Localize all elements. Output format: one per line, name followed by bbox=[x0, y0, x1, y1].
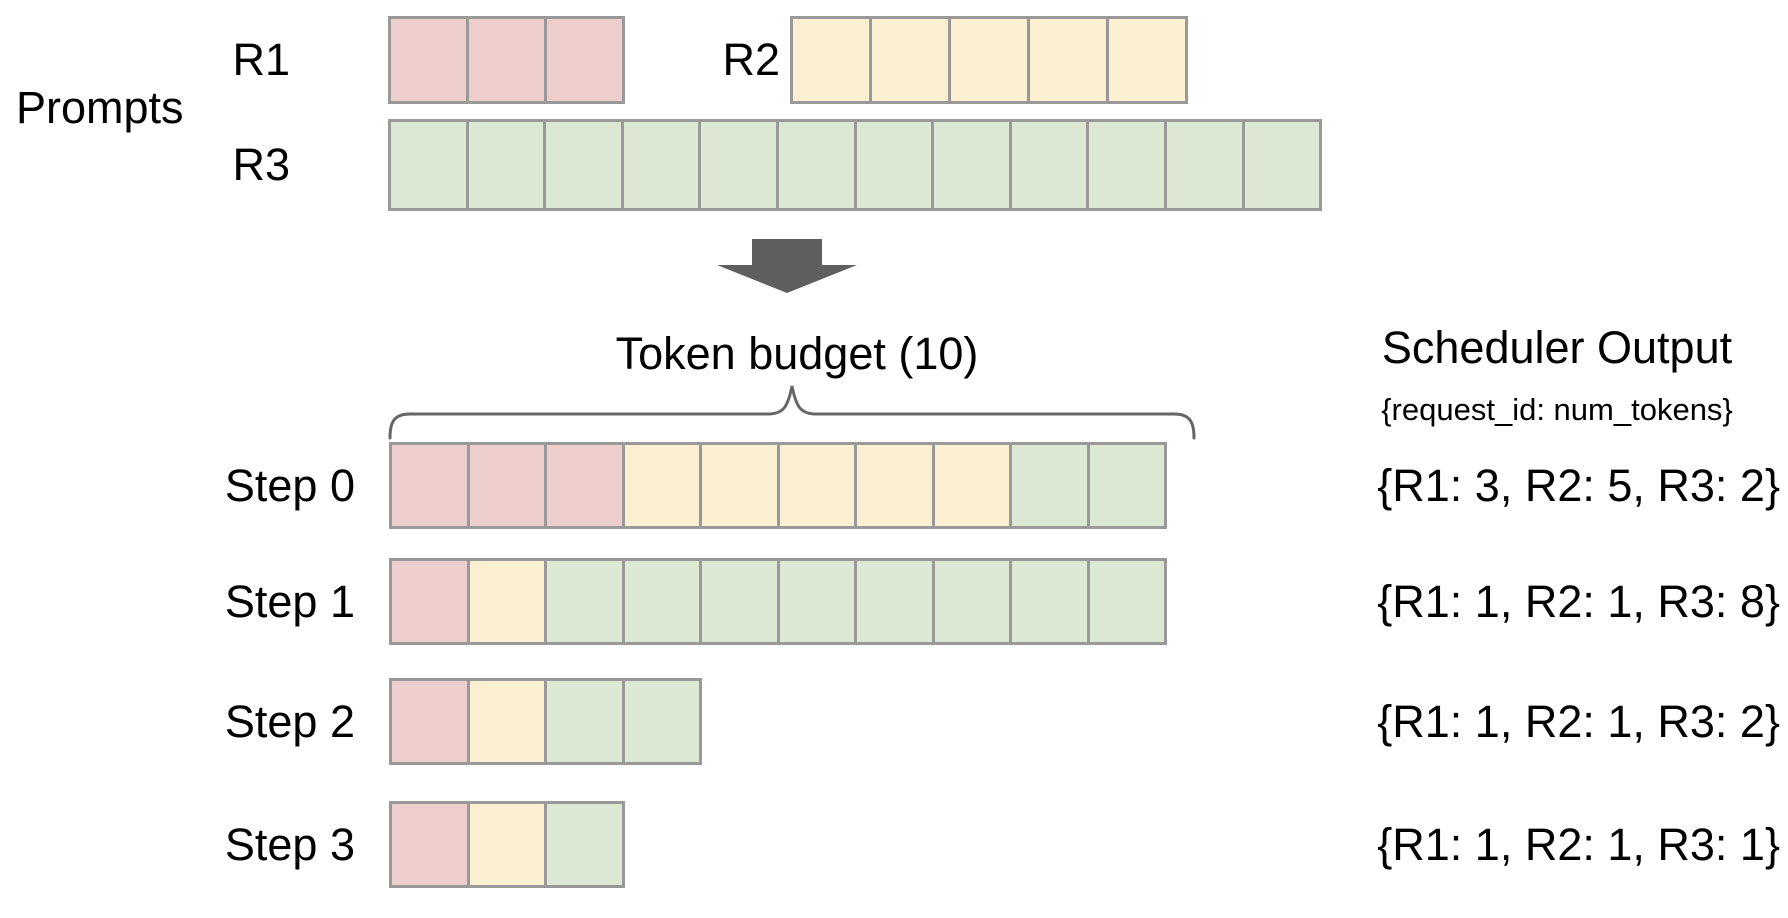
prompt-row-r2 bbox=[790, 16, 1188, 104]
token-cell-r3 bbox=[544, 678, 625, 765]
token-cell-r1 bbox=[388, 16, 469, 104]
step-row-0 bbox=[389, 442, 1167, 529]
token-cell-r3 bbox=[544, 558, 625, 645]
token-cell-r2 bbox=[948, 16, 1030, 104]
prompt-label-r3: R3 bbox=[232, 139, 290, 190]
step-label-2: Step 2 bbox=[224, 696, 355, 747]
scheduler-output-subtitle: {request_id: num_tokens} bbox=[1381, 392, 1733, 427]
token-cell-r1 bbox=[544, 16, 625, 104]
token-cell-r3 bbox=[620, 119, 702, 211]
token-cell-r3 bbox=[543, 119, 624, 211]
token-cell-r3 bbox=[1086, 442, 1167, 529]
token-cell-r3 bbox=[853, 119, 935, 211]
token-cell-r3 bbox=[1086, 119, 1167, 211]
token-cell-r1 bbox=[389, 801, 470, 888]
brace-path bbox=[388, 385, 1196, 440]
token-cell-r3 bbox=[698, 119, 779, 211]
prompt-label-r2: R2 bbox=[722, 34, 780, 85]
token-cell-r1 bbox=[389, 442, 470, 529]
token-cell-r2 bbox=[1106, 16, 1188, 104]
step-label-0: Step 0 bbox=[224, 460, 355, 511]
down-arrow-shape bbox=[717, 239, 857, 293]
step-row-2 bbox=[389, 678, 702, 765]
token-cell-r3 bbox=[854, 558, 935, 645]
token-cell-r3 bbox=[544, 801, 625, 888]
token-cell-r1 bbox=[389, 558, 470, 645]
token-cell-r2 bbox=[931, 442, 1012, 529]
token-cell-r3 bbox=[1086, 558, 1167, 645]
down-arrow-icon bbox=[717, 239, 857, 293]
step-label-1: Step 1 bbox=[224, 576, 355, 627]
token-cell-r1 bbox=[466, 16, 547, 104]
token-cell-r3 bbox=[776, 558, 857, 645]
token-cell-r2 bbox=[466, 558, 547, 645]
token-cell-r2 bbox=[869, 16, 951, 104]
prompts-section-label: Prompts bbox=[16, 82, 184, 133]
step-row-1 bbox=[389, 558, 1167, 645]
token-cell-r2 bbox=[790, 16, 872, 104]
scheduler-output-step-2: {R1: 1, R2: 1, R3: 2} bbox=[1377, 696, 1780, 747]
prompt-row-r1 bbox=[388, 16, 625, 104]
token-cell-r2 bbox=[699, 442, 780, 529]
token-cell-r2 bbox=[1027, 16, 1109, 104]
token-cell-r3 bbox=[775, 119, 857, 211]
token-cell-r3 bbox=[1163, 119, 1245, 211]
token-cell-r3 bbox=[621, 678, 702, 765]
token-cell-r2 bbox=[854, 442, 935, 529]
token-cell-r3 bbox=[1008, 119, 1090, 211]
scheduler-output-step-0: {R1: 3, R2: 5, R3: 2} bbox=[1377, 460, 1780, 511]
token-cell-r1 bbox=[544, 442, 625, 529]
token-cell-r3 bbox=[465, 119, 547, 211]
token-budget-label: Token budget (10) bbox=[615, 328, 979, 379]
token-cell-r2 bbox=[776, 442, 857, 529]
scheduler-output-step-1: {R1: 1, R2: 1, R3: 8} bbox=[1377, 576, 1780, 627]
prompt-label-r1: R1 bbox=[232, 34, 290, 85]
token-cell-r3 bbox=[931, 558, 1012, 645]
scheduler-output-title: Scheduler Output bbox=[1381, 322, 1733, 373]
token-cell-r3 bbox=[1009, 558, 1090, 645]
token-cell-r2 bbox=[621, 442, 702, 529]
token-cell-r3 bbox=[1009, 442, 1090, 529]
token-budget-brace-icon bbox=[388, 385, 1196, 440]
step-row-3 bbox=[389, 801, 625, 888]
token-cell-r3 bbox=[931, 119, 1012, 211]
token-cell-r3 bbox=[621, 558, 702, 645]
prompt-row-r3 bbox=[388, 119, 1323, 211]
token-cell-r1 bbox=[466, 442, 547, 529]
token-cell-r3 bbox=[388, 119, 469, 211]
token-cell-r3 bbox=[699, 558, 780, 645]
token-cell-r3 bbox=[1241, 119, 1323, 211]
token-cell-r2 bbox=[466, 678, 547, 765]
scheduler-output-step-3: {R1: 1, R2: 1, R3: 1} bbox=[1377, 819, 1780, 870]
token-cell-r2 bbox=[466, 801, 547, 888]
step-label-3: Step 3 bbox=[224, 819, 355, 870]
token-cell-r1 bbox=[389, 678, 470, 765]
